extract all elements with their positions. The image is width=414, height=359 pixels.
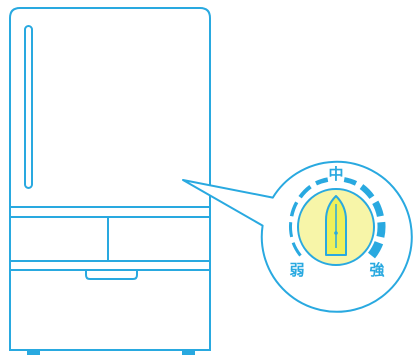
refrigerator <box>10 8 210 350</box>
callout-bubble <box>183 162 412 312</box>
dial-label-weak: 弱 <box>289 261 304 279</box>
scale-dash <box>380 222 381 237</box>
refrigerator-foot-left <box>27 350 40 355</box>
door-handle <box>25 26 32 188</box>
dial-center-dot <box>334 231 338 235</box>
refrigerator-body <box>10 8 210 350</box>
scale-dash <box>290 222 291 237</box>
dial-label-strong: 強 <box>369 261 384 279</box>
drawer-handle <box>86 270 137 279</box>
dial-label-medium: 中 <box>328 165 343 183</box>
refrigerator-foot-right <box>182 350 195 355</box>
callout-outline <box>183 162 412 312</box>
